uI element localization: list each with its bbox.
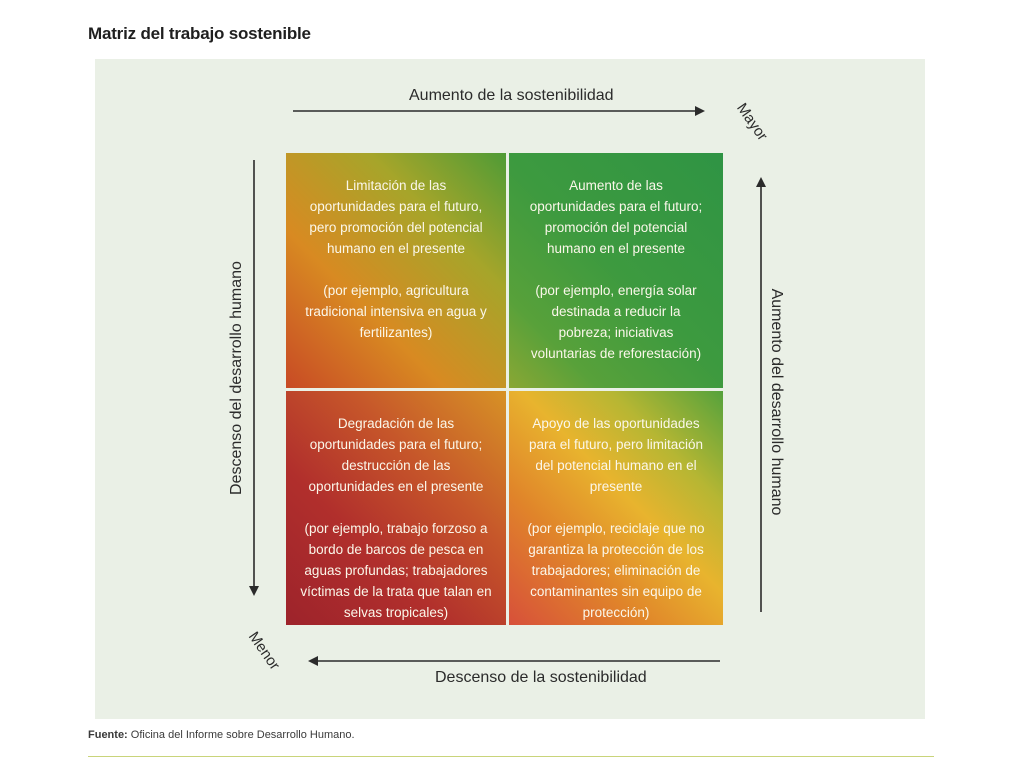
quadrant-bottom-right: Apoyo de las oportunidades para el futur… (509, 390, 723, 625)
quadrant-example: (por ejemplo, reciclaje que no garantiza… (527, 520, 705, 620)
quadrant-bottom-left: Degradación de las oportunidades para el… (286, 390, 506, 625)
source-note: Fuente: Oficina del Informe sobre Desarr… (88, 729, 355, 741)
bottom-rule (88, 756, 934, 757)
quadrant-heading: Apoyo de las oportunidades para el futur… (528, 415, 704, 494)
source-label: Fuente: (88, 729, 128, 741)
right-axis-label: Aumento del desarrollo humano (768, 288, 785, 516)
quadrant-heading: Limitación de las oportunidades para el … (309, 178, 483, 256)
quadrant-top-right: Aumento de las oportunidades para el fut… (509, 153, 723, 388)
left-axis-label: Descenso del desarrollo humano (228, 261, 245, 495)
top-axis-label: Aumento de la sostenibilidad (409, 87, 614, 104)
quadrant-top-left: Limitación de las oportunidades para el … (286, 153, 506, 388)
quadrant-heading: Aumento de las oportunidades para el fut… (529, 178, 703, 256)
source-text: Oficina del Informe sobre Desarrollo Hum… (130, 729, 355, 741)
quadrant-example: (por ejemplo, trabajo forzoso a bordo de… (300, 520, 492, 620)
quadrant-heading: Degradación de las oportunidades para el… (308, 415, 484, 494)
sustainability-matrix: Limitación de las oportunidades para el … (286, 153, 723, 625)
quadrant-example: (por ejemplo, energía solar destinada a … (530, 283, 702, 361)
quadrant-example: (por ejemplo, agricultura tradicional in… (305, 283, 487, 340)
bottom-axis-label: Descenso de la sostenibilidad (435, 669, 647, 686)
figure-title: Matriz del trabajo sostenible (88, 24, 311, 43)
